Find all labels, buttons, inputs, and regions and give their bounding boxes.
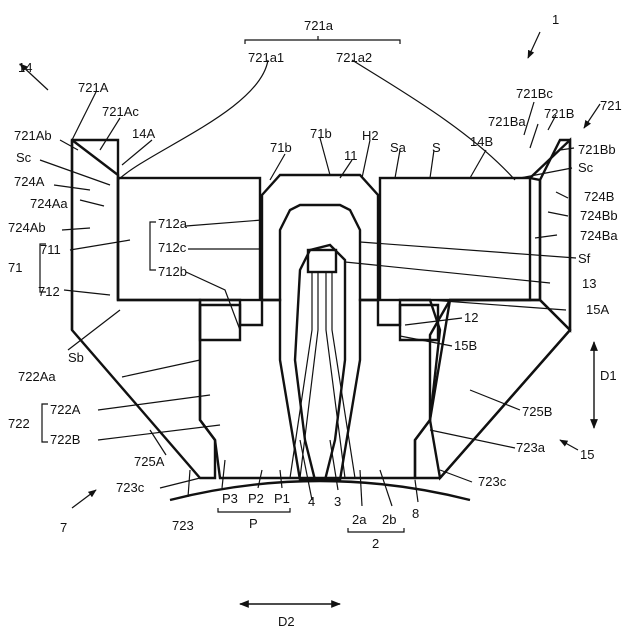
label-712: 712: [38, 284, 60, 299]
label-721Bb: 721Bb: [578, 142, 616, 157]
label-722Aa: 722Aa: [18, 369, 56, 384]
central-cap-71: [262, 175, 378, 300]
label-Sb: Sb: [68, 350, 84, 365]
label-721a2: 721a2: [336, 50, 372, 65]
label-712b: 712b: [158, 264, 187, 279]
label-14A: 14A: [132, 126, 155, 141]
label-4: 4: [308, 494, 315, 509]
label-14: 14: [18, 60, 32, 75]
label-11: 11: [344, 148, 358, 163]
label-Sa: Sa: [390, 140, 407, 155]
label-721Ac: 721Ac: [102, 104, 139, 119]
left-wall-721A: [72, 140, 118, 330]
label-15A: 15A: [586, 302, 609, 317]
label-D1: D1: [600, 368, 617, 383]
label-722A: 722A: [50, 402, 81, 417]
label-723c-left: 723c: [116, 480, 145, 495]
label-H2: H2: [362, 128, 379, 143]
reference-labels: 1 14 721 721a 721a1 721a2 721A 721Ac 721…: [8, 12, 622, 629]
label-Sc-left: Sc: [16, 150, 32, 165]
right-substrate-14B: [380, 178, 530, 300]
side-bosses: [200, 305, 438, 340]
label-2b: 2b: [382, 512, 396, 527]
label-722B: 722B: [50, 432, 80, 447]
label-721Bc: 721Bc: [516, 86, 553, 101]
label-724Bb: 724Bb: [580, 208, 618, 223]
label-1: 1: [552, 12, 559, 27]
label-721A: 721A: [78, 80, 109, 95]
label-721B: 721B: [544, 106, 574, 121]
label-S: S: [432, 140, 441, 155]
sensor-chip-13: [308, 250, 336, 272]
label-P3: P3: [222, 491, 238, 506]
label-723c-right: 723c: [478, 474, 507, 489]
label-711: 711: [40, 242, 61, 257]
label-8: 8: [412, 506, 419, 521]
label-2: 2: [372, 536, 379, 551]
label-724Ba: 724Ba: [580, 228, 618, 243]
left-substrate-14A: [118, 178, 260, 300]
label-725A: 725A: [134, 454, 165, 469]
label-2a: 2a: [352, 512, 367, 527]
label-721Ab: 721Ab: [14, 128, 52, 143]
label-12: 12: [464, 310, 478, 325]
label-Sc-right: Sc: [578, 160, 594, 175]
label-722: 722: [8, 416, 30, 431]
label-71b-right: 71b: [310, 126, 332, 141]
label-724Ab: 724Ab: [8, 220, 46, 235]
label-721a1: 721a1: [248, 50, 284, 65]
base-curve-723: [170, 481, 470, 500]
label-Sf: Sf: [578, 251, 591, 266]
label-3: 3: [334, 494, 341, 509]
label-P: P: [249, 516, 258, 531]
label-724Aa: 724Aa: [30, 196, 68, 211]
label-723a: 723a: [516, 440, 546, 455]
label-721a: 721a: [304, 18, 334, 33]
label-725B: 725B: [522, 404, 552, 419]
label-71b-left: 71b: [270, 140, 292, 155]
label-14B: 14B: [470, 134, 493, 149]
label-D2: D2: [278, 614, 295, 629]
label-721: 721: [600, 98, 622, 113]
label-723: 723: [172, 518, 194, 533]
label-71: 71: [8, 260, 22, 275]
label-P2: P2: [248, 491, 264, 506]
label-7: 7: [60, 520, 67, 535]
label-13: 13: [582, 276, 596, 291]
label-712c: 712c: [158, 240, 187, 255]
outer-frame-721: [72, 140, 570, 478]
label-15: 15: [580, 447, 594, 462]
label-P1: P1: [274, 491, 290, 506]
center-body-722: [200, 300, 440, 480]
label-712a: 712a: [158, 216, 188, 231]
label-724B: 724B: [584, 189, 614, 204]
label-724A: 724A: [14, 174, 45, 189]
label-15B: 15B: [454, 338, 477, 353]
label-721Ba: 721Ba: [488, 114, 526, 129]
